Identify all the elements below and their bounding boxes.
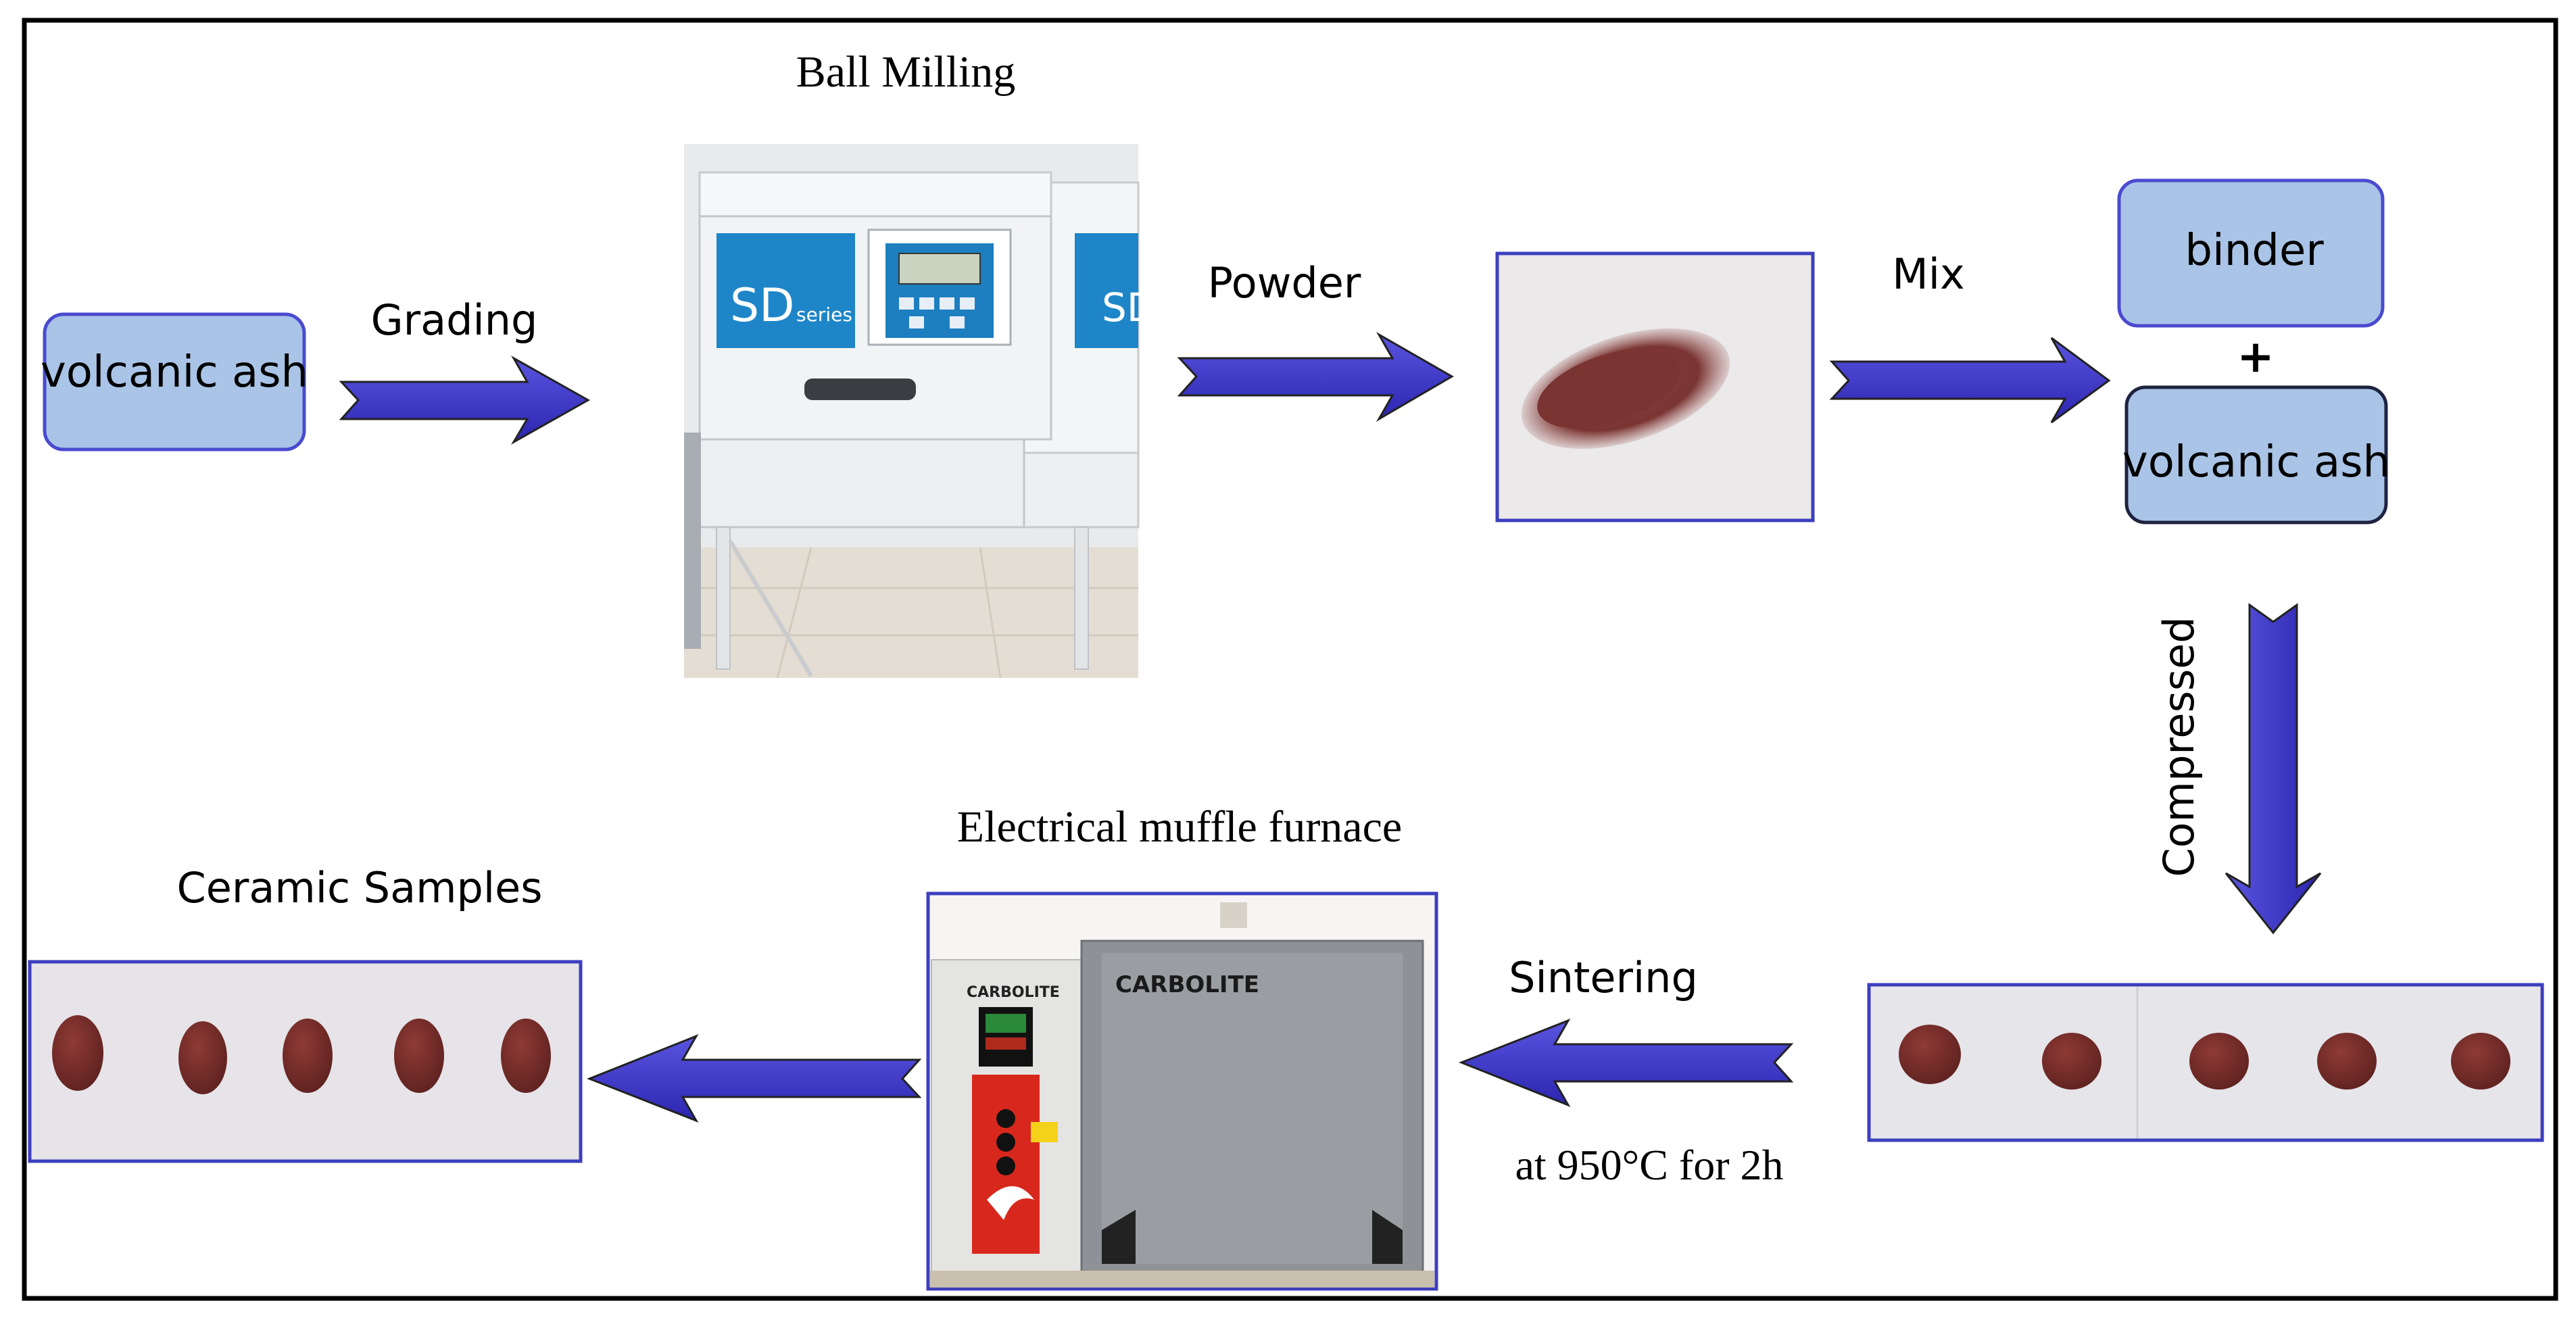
compressed-pellet xyxy=(2042,1033,2101,1090)
ceramic-sample xyxy=(501,1019,551,1093)
powder-photo xyxy=(1495,251,1815,522)
ceramic-arrow xyxy=(586,1034,922,1123)
compressed-pellet xyxy=(2451,1033,2510,1090)
binder-label: binder xyxy=(2185,226,2324,276)
sintering-label: Sintering xyxy=(1509,953,1698,1002)
ball-mill-photo: SD SD series xyxy=(684,144,1157,679)
mix-label: Mix xyxy=(1892,249,1964,299)
drawer-handle xyxy=(804,378,916,400)
ceramic-samples-label: Ceramic Samples xyxy=(176,863,542,912)
volcanic-ash-box: volcanic ash xyxy=(41,312,308,451)
binder-box: binder xyxy=(2117,178,2385,328)
powder-label: Powder xyxy=(1208,258,1361,308)
lcd-display xyxy=(898,253,981,285)
furnace-label: Electrical muffle furnace xyxy=(957,802,1402,852)
mix-arrow xyxy=(1829,337,2111,424)
plus-sign: + xyxy=(2237,331,2274,383)
volcanic-ash-label: volcanic ash xyxy=(41,347,308,397)
volcanic-ash-mix-box: volcanic ash xyxy=(2122,385,2390,524)
volcanic-ash-mix-label: volcanic ash xyxy=(2122,437,2390,487)
grading-arrow xyxy=(339,356,591,445)
compressed-arrow xyxy=(2225,603,2322,935)
powder-arrow xyxy=(1177,331,1454,422)
sintering-arrow xyxy=(1458,1019,1794,1107)
carbolite-logo: CARBOLITE xyxy=(1115,971,1259,998)
panel-brand: CARBOLITE xyxy=(967,984,1060,1001)
compressed-pellet xyxy=(1899,1025,1961,1084)
grading-label: Grading xyxy=(371,295,538,345)
ceramic-samples-photo xyxy=(28,960,583,1163)
compressed-pellet xyxy=(2317,1033,2377,1090)
ceramic-sample xyxy=(52,1015,103,1091)
compressed-pellet xyxy=(2189,1033,2249,1090)
compressed-pellets-photo xyxy=(1867,983,2544,1142)
ball-milling-label: Ball Milling xyxy=(796,47,1016,97)
sintering-condition-label: at 950°C for 2h xyxy=(1515,1141,1783,1189)
ceramic-sample xyxy=(394,1019,444,1093)
sd-logo: SD xyxy=(730,279,795,333)
furnace-photo: CARBOLITE CARBOLITE xyxy=(926,891,1438,1291)
sd-series-text: series xyxy=(796,303,852,326)
second-machine-logo: SD xyxy=(1102,285,1157,331)
ceramic-sample xyxy=(283,1019,333,1093)
ceramic-sample xyxy=(178,1021,227,1094)
sd-series-label-panel xyxy=(716,233,855,348)
compressed-label: Compressed xyxy=(2154,616,2204,877)
